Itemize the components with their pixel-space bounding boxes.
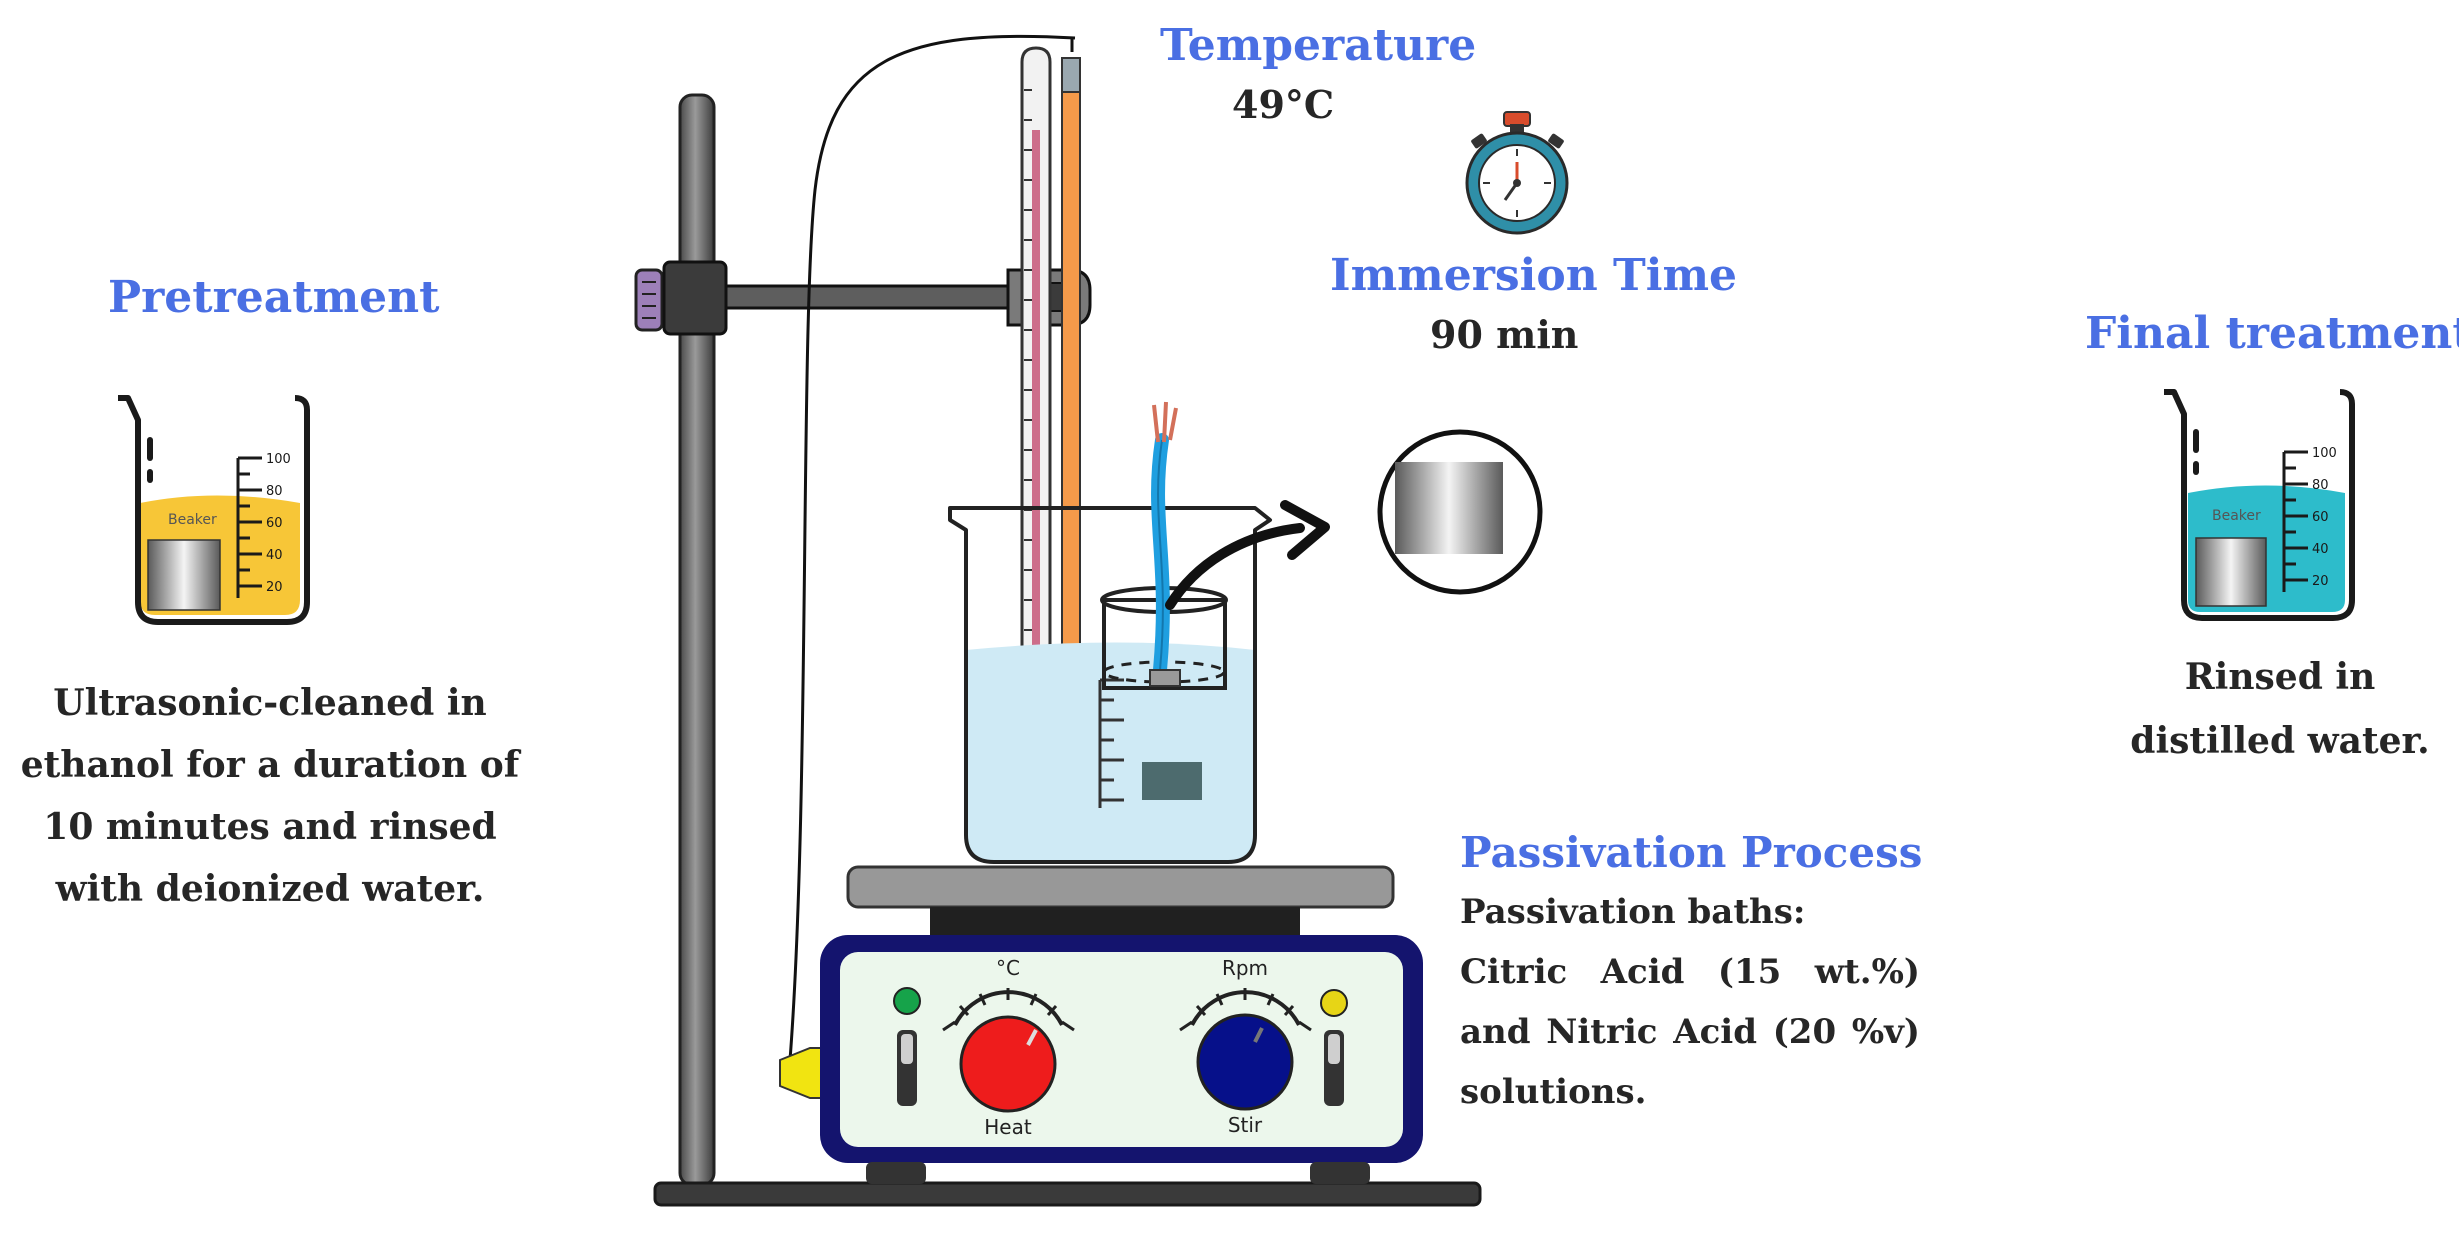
passivation-word: and [1460,1012,1531,1052]
passivation-word: %v) [1851,1012,1920,1052]
clamp-boss-head [662,260,728,336]
final-treatment-beaker: Beaker 100 80 60 40 20 [2164,389,2355,621]
stand-base [653,1181,1482,1207]
zoom-arrow [1165,523,1305,610]
passivation-line-3: and Nitric Acid (20 %v) [1460,1012,1920,1052]
final-treatment-beaker-label: Beaker [2212,508,2261,524]
final-treatment-description: Rinsed in distilled water. [2130,656,2430,762]
heat-indicator-led [893,987,921,1015]
heat-knob[interactable] [959,1015,1057,1113]
thermocouple-plug [779,1047,823,1099]
hotplate-top [846,865,1395,909]
passivation-line-1: Passivation baths: [1460,892,1806,932]
passivation-word: Acid [1600,952,1685,992]
stir-unit-label: Rpm [1222,956,1268,980]
final-treatment-sample [2195,537,2267,607]
stand-rod [678,93,716,1187]
temperature-value: 49°C [1232,82,1335,127]
pretreatment-title: Pretreatment [108,272,440,323]
passivation-line-2: Citric Acid (15 wt.%) [1460,952,1920,992]
passivation-word: Nitric [1546,1012,1658,1052]
hotplate-panel [840,952,1403,1147]
final-scale-20: 20 [2312,574,2329,589]
electrode-wire-tip [1152,401,1178,443]
electrode-sample [1149,669,1181,687]
pretreatment-beaker-label: Beaker [168,512,217,528]
final-scale-80: 80 [2312,478,2329,493]
stir-label: Stir [1228,1113,1263,1137]
passivation-word: Acid [1673,1012,1757,1052]
thermocouple-probe-cap [1061,57,1081,93]
heat-unit-label: °C [996,956,1020,980]
pretreatment-beaker: Beaker 100 80 60 40 20 [118,395,310,625]
thermometer [1020,46,1052,737]
passivation-word: Citric [1460,952,1568,992]
passivation-title: Passivation Process [1460,828,1923,877]
pretreatment-scale-100: 100 [266,452,291,467]
passivation-word: (20 [1772,1012,1837,1052]
pretreatment-description: Ultrasonic-cleaned in ethanol for a dura… [20,682,520,910]
passivation-word: wt.%) [1814,952,1920,992]
pretreatment-scale-80: 80 [266,484,283,499]
passivation-line-4: solutions. [1460,1072,1647,1112]
clamp-arm [724,284,1010,310]
magnetic-stirrer-hotplate: °C Heat Rpm Stir [820,865,1423,1184]
pretreatment-sample [147,539,221,611]
clamp-screw-knob [634,268,664,332]
passivation-beaker [948,506,1272,864]
temperature-title: Temperature [1160,20,1477,71]
thermocouple-wire [788,34,1076,1061]
stir-indicator-led [1320,989,1348,1017]
immersion-time-value: 90 min [1430,312,1579,357]
sample-zoom-specimen [1395,462,1503,554]
immersion-time-title: Immersion Time [1330,250,1738,301]
final-treatment-title: Final treatment [2085,308,2459,359]
thermocouple-probe [1061,91,1081,693]
heat-label: Heat [984,1115,1032,1139]
final-scale-60: 60 [2312,510,2329,525]
bath-liquid [966,642,1255,862]
stir-knob[interactable] [1196,1013,1294,1111]
pretreatment-scale-60: 60 [266,516,283,531]
beaker-label-patch [1142,762,1202,800]
stopwatch-icon [1465,111,1569,235]
final-scale-100: 100 [2312,446,2337,461]
pretreatment-scale-40: 40 [266,548,283,563]
passivation-word: (15 [1717,952,1782,992]
final-scale-40: 40 [2312,542,2329,557]
pretreatment-scale-20: 20 [266,580,283,595]
